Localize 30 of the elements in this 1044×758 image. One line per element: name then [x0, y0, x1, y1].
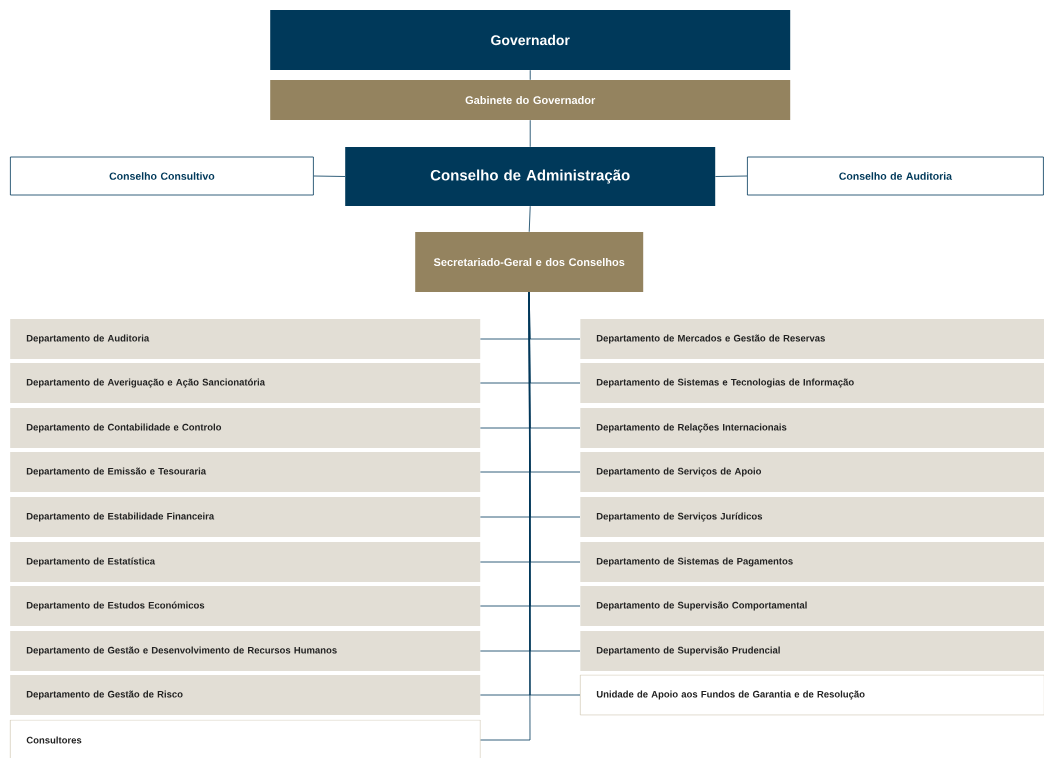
department-box: Departamento de Serviços de Apoio	[580, 452, 1044, 492]
department-box: Departamento de Auditoria	[10, 319, 481, 359]
secretariat-box: Secretariado-Geral e dos Conselhos	[415, 232, 644, 292]
connector-line	[715, 175, 748, 177]
council-box: Conselho Consultivo	[10, 156, 314, 196]
department-box: Departamento de Mercados e Gestão de Reservas	[580, 319, 1044, 359]
department-box: Departamento de Gestão e Desenvolvimento de Recursos Humanos	[10, 631, 481, 671]
department-box: Departamento de Relações Internacionais	[580, 408, 1044, 448]
department-box: Departamento de Supervisão Comportamental	[580, 586, 1044, 626]
connector-line	[529, 119, 531, 148]
connector-line	[528, 205, 531, 233]
department-box: Departamento de Averiguação e Ação Sancionatória	[10, 363, 481, 403]
connector-line	[313, 175, 346, 177]
department-box: Departamento de Gestão de Risco	[10, 675, 481, 715]
council-box: Conselho de Auditoria	[747, 156, 1044, 196]
top-box: Governador	[270, 10, 791, 70]
department-box: Departamento de Estatística	[10, 542, 481, 582]
department-box: Departamento de Contabilidade e Controlo	[10, 408, 481, 448]
department-box: Departamento de Estudos Económicos	[10, 586, 481, 626]
department-box: Unidade de Apoio aos Fundos de Garantia e de Resolução	[580, 674, 1044, 716]
department-box: Departamento de Emissão e Tesouraria	[10, 452, 481, 492]
department-box: Departamento de Sistemas de Pagamentos	[580, 542, 1044, 582]
department-box: Departamento de Estabilidade Financeira	[10, 497, 481, 537]
department-box: Departamento de Supervisão Prudencial	[580, 631, 1044, 671]
department-box: Departamento de Serviços Jurídicos	[580, 497, 1044, 537]
office-box: Gabinete do Governador	[270, 80, 791, 120]
connector-line	[529, 69, 531, 81]
department-box: Departamento de Sistemas e Tecnologias de Informação	[580, 363, 1044, 403]
department-box: Consultores	[10, 719, 481, 758]
board-box: Conselho de Administração	[345, 147, 716, 206]
